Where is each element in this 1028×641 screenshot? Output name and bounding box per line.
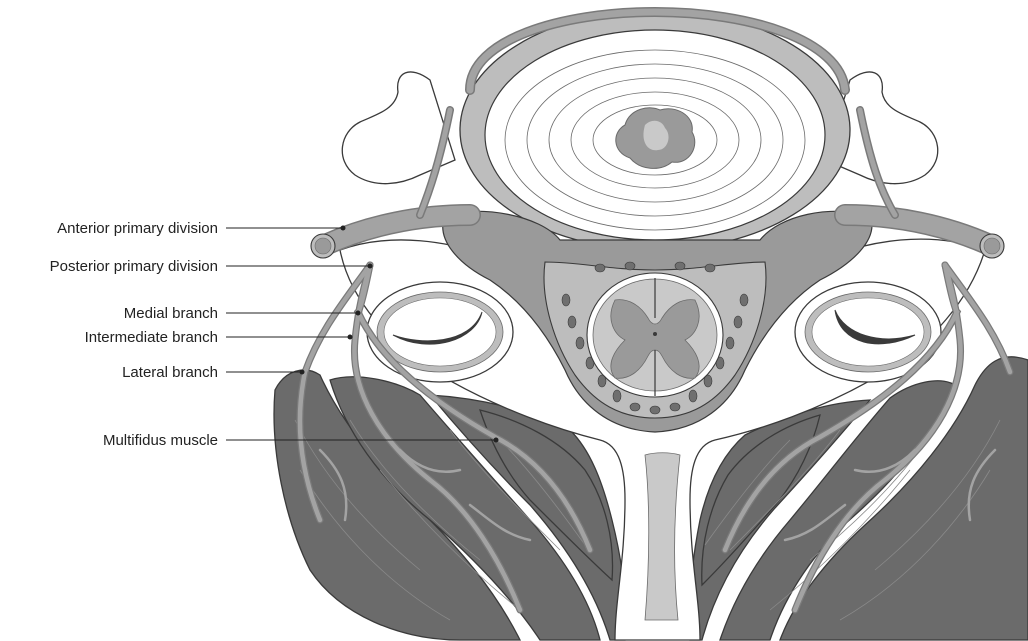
label-posterior-primary-division: Posterior primary division xyxy=(50,258,218,275)
spinous-process-core xyxy=(645,453,680,620)
label-lateral-branch: Lateral branch xyxy=(122,364,218,381)
label-anterior-primary-division: Anterior primary division xyxy=(57,220,218,237)
label-intermediate-branch: Intermediate branch xyxy=(85,329,218,346)
vertebral-body xyxy=(460,10,850,250)
labels: Anterior primary division Posterior prim… xyxy=(50,220,218,449)
facet-joint-left xyxy=(367,282,513,382)
spinal-cord xyxy=(587,273,723,397)
label-multifidus-muscle: Multifidus muscle xyxy=(103,432,218,449)
label-medial-branch: Medial branch xyxy=(124,305,218,322)
